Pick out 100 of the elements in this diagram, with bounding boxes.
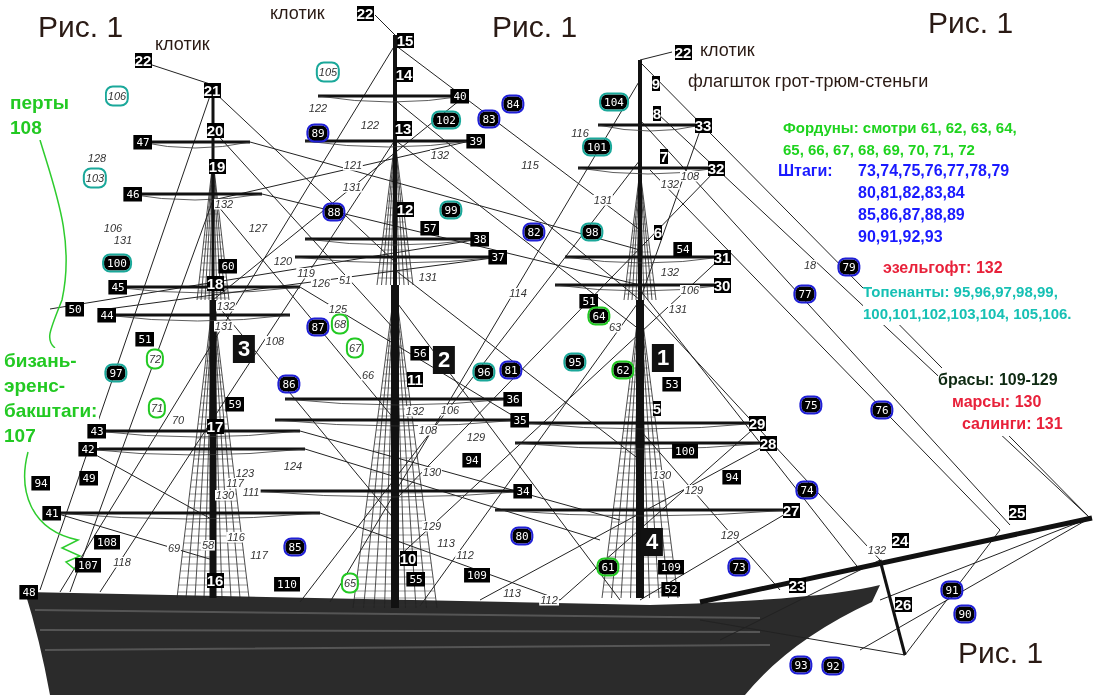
part-number: 116: [226, 531, 246, 543]
part-number: 132: [429, 149, 451, 161]
part-number: 108: [264, 335, 286, 347]
callout-number: 39: [466, 133, 486, 149]
callout-number: 2: [432, 346, 456, 374]
callout-number: 89: [306, 123, 330, 143]
part-number: 126: [310, 277, 332, 289]
legend-note: салинги: 131: [962, 412, 1063, 436]
part-number: 51: [337, 274, 353, 286]
callout-number: 102: [431, 110, 461, 130]
callout-number: 36: [503, 391, 523, 407]
callout-number: 22: [354, 4, 376, 22]
callout-number: 11: [405, 370, 425, 388]
callout-number: 40: [450, 88, 470, 104]
part-number: 106: [439, 404, 461, 416]
part-number: 106: [104, 85, 130, 107]
callout-number: 51: [579, 293, 599, 309]
part-number: 18: [802, 259, 818, 271]
part-number: 122: [359, 119, 381, 131]
callout-number: 80: [510, 526, 534, 546]
part-number: 117: [225, 477, 245, 489]
callout-number: 94: [462, 452, 482, 468]
part-number: 70: [170, 414, 186, 426]
part-number: 132: [213, 198, 235, 210]
callout-number: 29: [746, 414, 768, 432]
callout-number: 6: [651, 223, 665, 241]
callout-number: 64: [587, 306, 611, 326]
callout-number: 57: [420, 220, 440, 236]
callout-number: 104: [599, 92, 629, 112]
part-number: 124: [282, 460, 304, 472]
part-number: 128: [86, 152, 108, 164]
callout-number: 101: [582, 137, 612, 157]
callout-number: 28: [757, 434, 779, 452]
part-number: 130: [214, 489, 236, 501]
callout-number: 87: [306, 317, 330, 337]
callout-number: 24: [889, 531, 911, 549]
callout-number: 22: [672, 43, 694, 61]
callout-number: 31: [711, 248, 733, 266]
callout-number: 19: [206, 157, 228, 175]
callout-number: 77: [793, 284, 817, 304]
callout-number: 37: [488, 249, 508, 265]
callout-number: 90: [953, 604, 977, 624]
side-note: перты 108: [10, 90, 105, 140]
callout-number: 95: [563, 352, 587, 372]
part-number: 131: [112, 234, 134, 246]
callout-number: 34: [513, 483, 533, 499]
part-number: 106: [102, 222, 124, 234]
figure-label: Рис. 1: [928, 8, 1014, 38]
part-number: 63: [607, 321, 623, 333]
part-number: 131: [341, 181, 363, 193]
callout-number: 56: [410, 345, 430, 361]
callout-number: 97: [104, 363, 128, 383]
callout-number: 44: [97, 307, 117, 323]
part-number: 116: [570, 127, 590, 139]
part-number: 125: [327, 303, 349, 315]
part-number: 111: [241, 486, 261, 498]
callout-number: 22: [132, 51, 154, 69]
callout-number: 76: [870, 400, 894, 420]
part-number: 108: [679, 170, 701, 182]
part-number: 132: [659, 266, 681, 278]
callout-number: 47: [133, 134, 153, 150]
callout-number: 84: [501, 94, 525, 114]
callout-number: 54: [673, 241, 693, 257]
callout-number: 110: [274, 576, 300, 592]
part-number: 132: [404, 405, 426, 417]
callout-number: 21: [201, 81, 223, 99]
callout-number: 8: [650, 104, 664, 122]
callout-number: 46: [123, 186, 143, 202]
legend-note: Штаги:: [778, 161, 833, 181]
callout-number: 35: [510, 412, 530, 428]
callout-text: клотик: [155, 35, 210, 53]
callout-number: 109: [658, 559, 684, 575]
callout-number: 60: [218, 258, 238, 274]
part-number: 112: [455, 549, 475, 561]
callout-number: 52: [661, 581, 681, 597]
part-number: 131: [213, 320, 235, 332]
part-number: 129: [465, 431, 487, 443]
part-number: 66: [360, 369, 376, 381]
callout-text: флагшток грот-трюм-стеньги: [688, 72, 929, 90]
callout-number: 73: [727, 557, 751, 577]
part-number: 103: [82, 167, 108, 189]
part-number: 112: [539, 594, 559, 606]
callout-number: 25: [1006, 503, 1028, 521]
part-number: 122: [307, 102, 329, 114]
callout-number: 100: [102, 253, 132, 273]
part-number: 118: [112, 556, 132, 568]
callout-number: 62: [611, 360, 635, 380]
part-number: 72: [145, 348, 165, 370]
part-number: 127: [247, 222, 269, 234]
callout-text: клотик: [700, 41, 755, 59]
callout-number: 43: [87, 423, 107, 439]
part-number: 131: [592, 194, 614, 206]
callout-number: 7: [657, 147, 671, 165]
callout-number: 99: [439, 200, 463, 220]
part-number: 65: [340, 572, 360, 594]
callout-number: 23: [786, 576, 808, 594]
callout-number: 74: [795, 480, 819, 500]
callout-number: 108: [94, 534, 120, 550]
callout-number: 1: [651, 344, 675, 372]
callout-number: 86: [277, 374, 301, 394]
